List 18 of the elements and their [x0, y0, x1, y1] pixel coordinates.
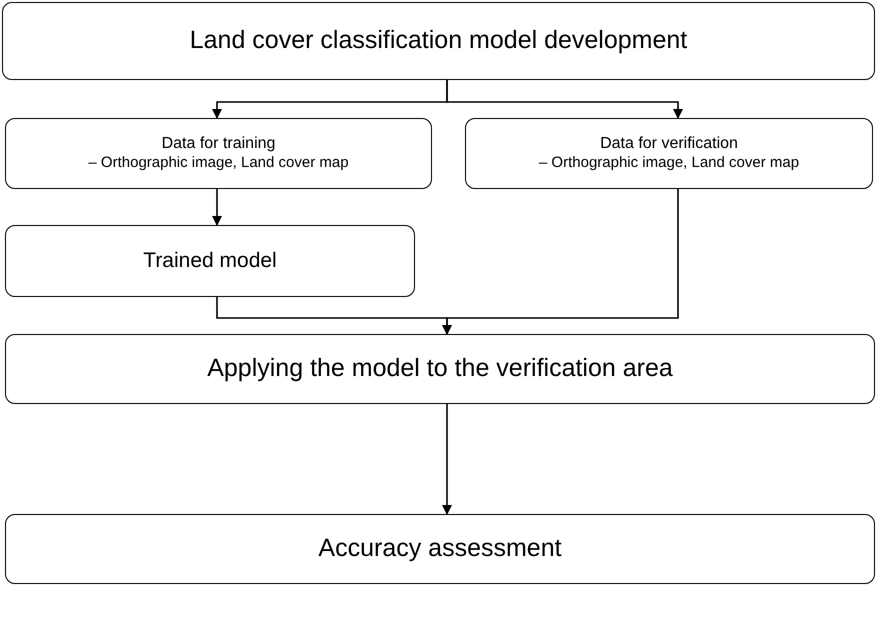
box-title: Data for training — [162, 134, 276, 154]
box-description: – Orthographic image, Land cover map — [538, 154, 800, 173]
arrow — [212, 189, 222, 226]
arrow — [442, 189, 679, 335]
box-description: – Orthographic image, Land cover map — [88, 154, 349, 173]
arrow — [446, 80, 683, 119]
process-box — [5, 334, 875, 404]
process-box — [5, 225, 415, 297]
process-box — [5, 118, 432, 189]
box-title: Applying the model to the verification area — [207, 353, 673, 384]
box-title: Trained model — [143, 248, 277, 274]
process-box — [2, 2, 875, 80]
box-title: Land cover classification model development — [190, 25, 688, 56]
box-title: Accuracy assessment — [318, 533, 562, 564]
box-title: Data for verification — [600, 134, 738, 154]
arrow — [442, 404, 452, 515]
process-box — [465, 118, 873, 189]
process-box — [5, 514, 875, 584]
